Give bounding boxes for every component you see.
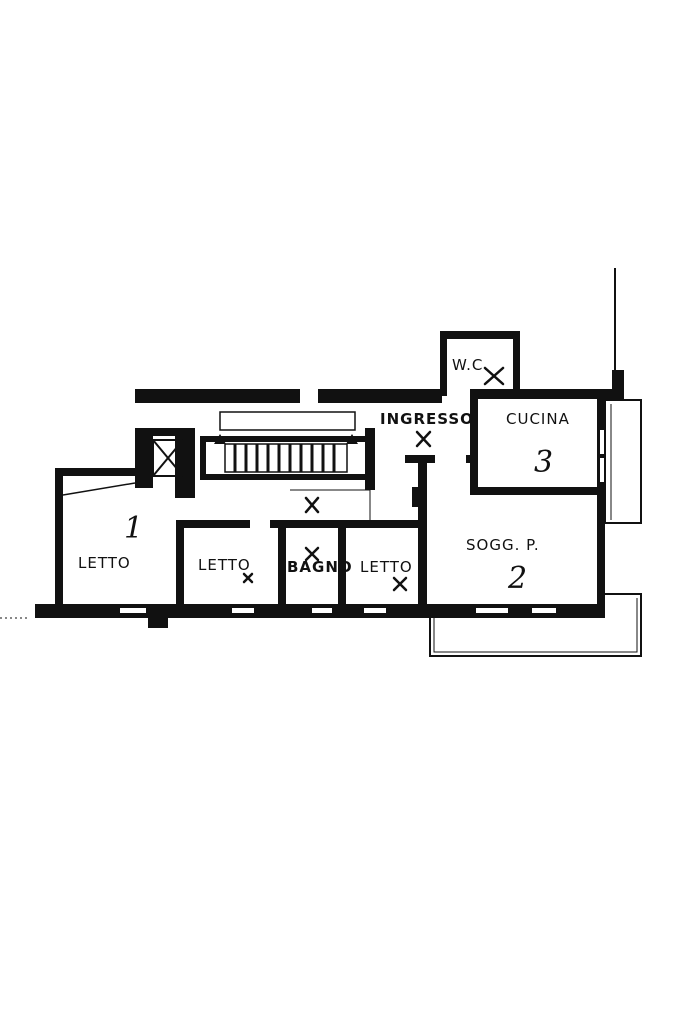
- balcony-bottom: [429, 593, 642, 657]
- corridor-step: [290, 489, 371, 520]
- stair-icon: [200, 411, 365, 480]
- room-number-letto-1: 1: [124, 511, 143, 546]
- walls: [35, 268, 624, 628]
- room-label-ingresso: INGRESSO: [380, 410, 474, 428]
- corridor-line: [62, 482, 136, 496]
- room-label-bagno: BAGNO: [287, 558, 353, 576]
- windows: [120, 430, 604, 613]
- room-number-cucina: 3: [534, 445, 553, 480]
- room-label-soggiorno: SOGG. P.: [466, 536, 540, 554]
- room-label-cucina: CUCINA: [506, 410, 570, 428]
- room-label-wc: W.C.: [452, 356, 489, 374]
- room-label-letto-3: LETTO: [360, 558, 413, 576]
- room-label-letto-1: LETTO: [78, 554, 131, 572]
- cross-mark-icon: [242, 366, 505, 592]
- elevator-icon: [152, 439, 184, 477]
- room-label-letto-2: LETTO: [198, 556, 251, 574]
- room-number-soggiorno: 2: [507, 561, 527, 596]
- balcony-right: [604, 399, 642, 524]
